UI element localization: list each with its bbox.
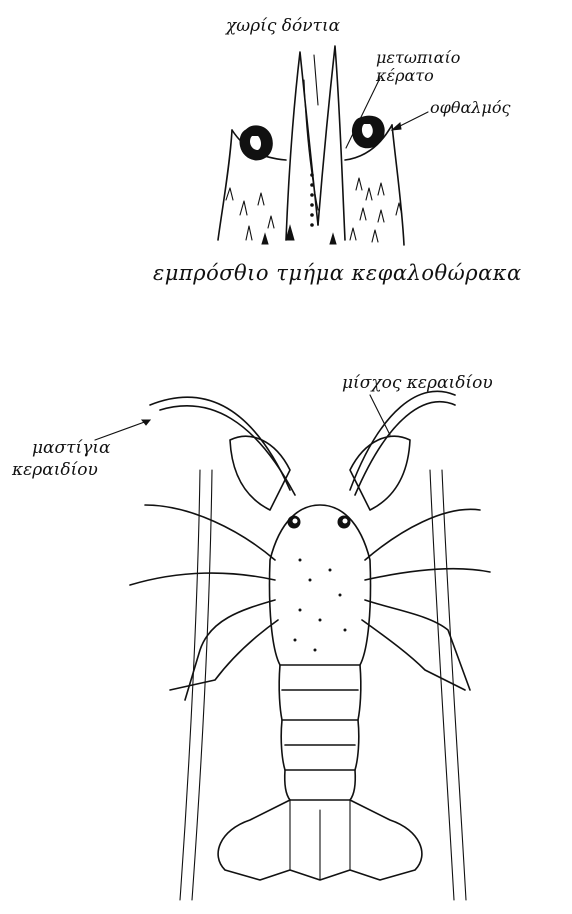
label-antenna-whip-line2: κεραιδίου xyxy=(12,462,98,480)
label-antenna-whip-line1: μαστίγια xyxy=(32,440,111,458)
label-antenna-base: μίσχος κεραιδίου xyxy=(342,375,493,393)
